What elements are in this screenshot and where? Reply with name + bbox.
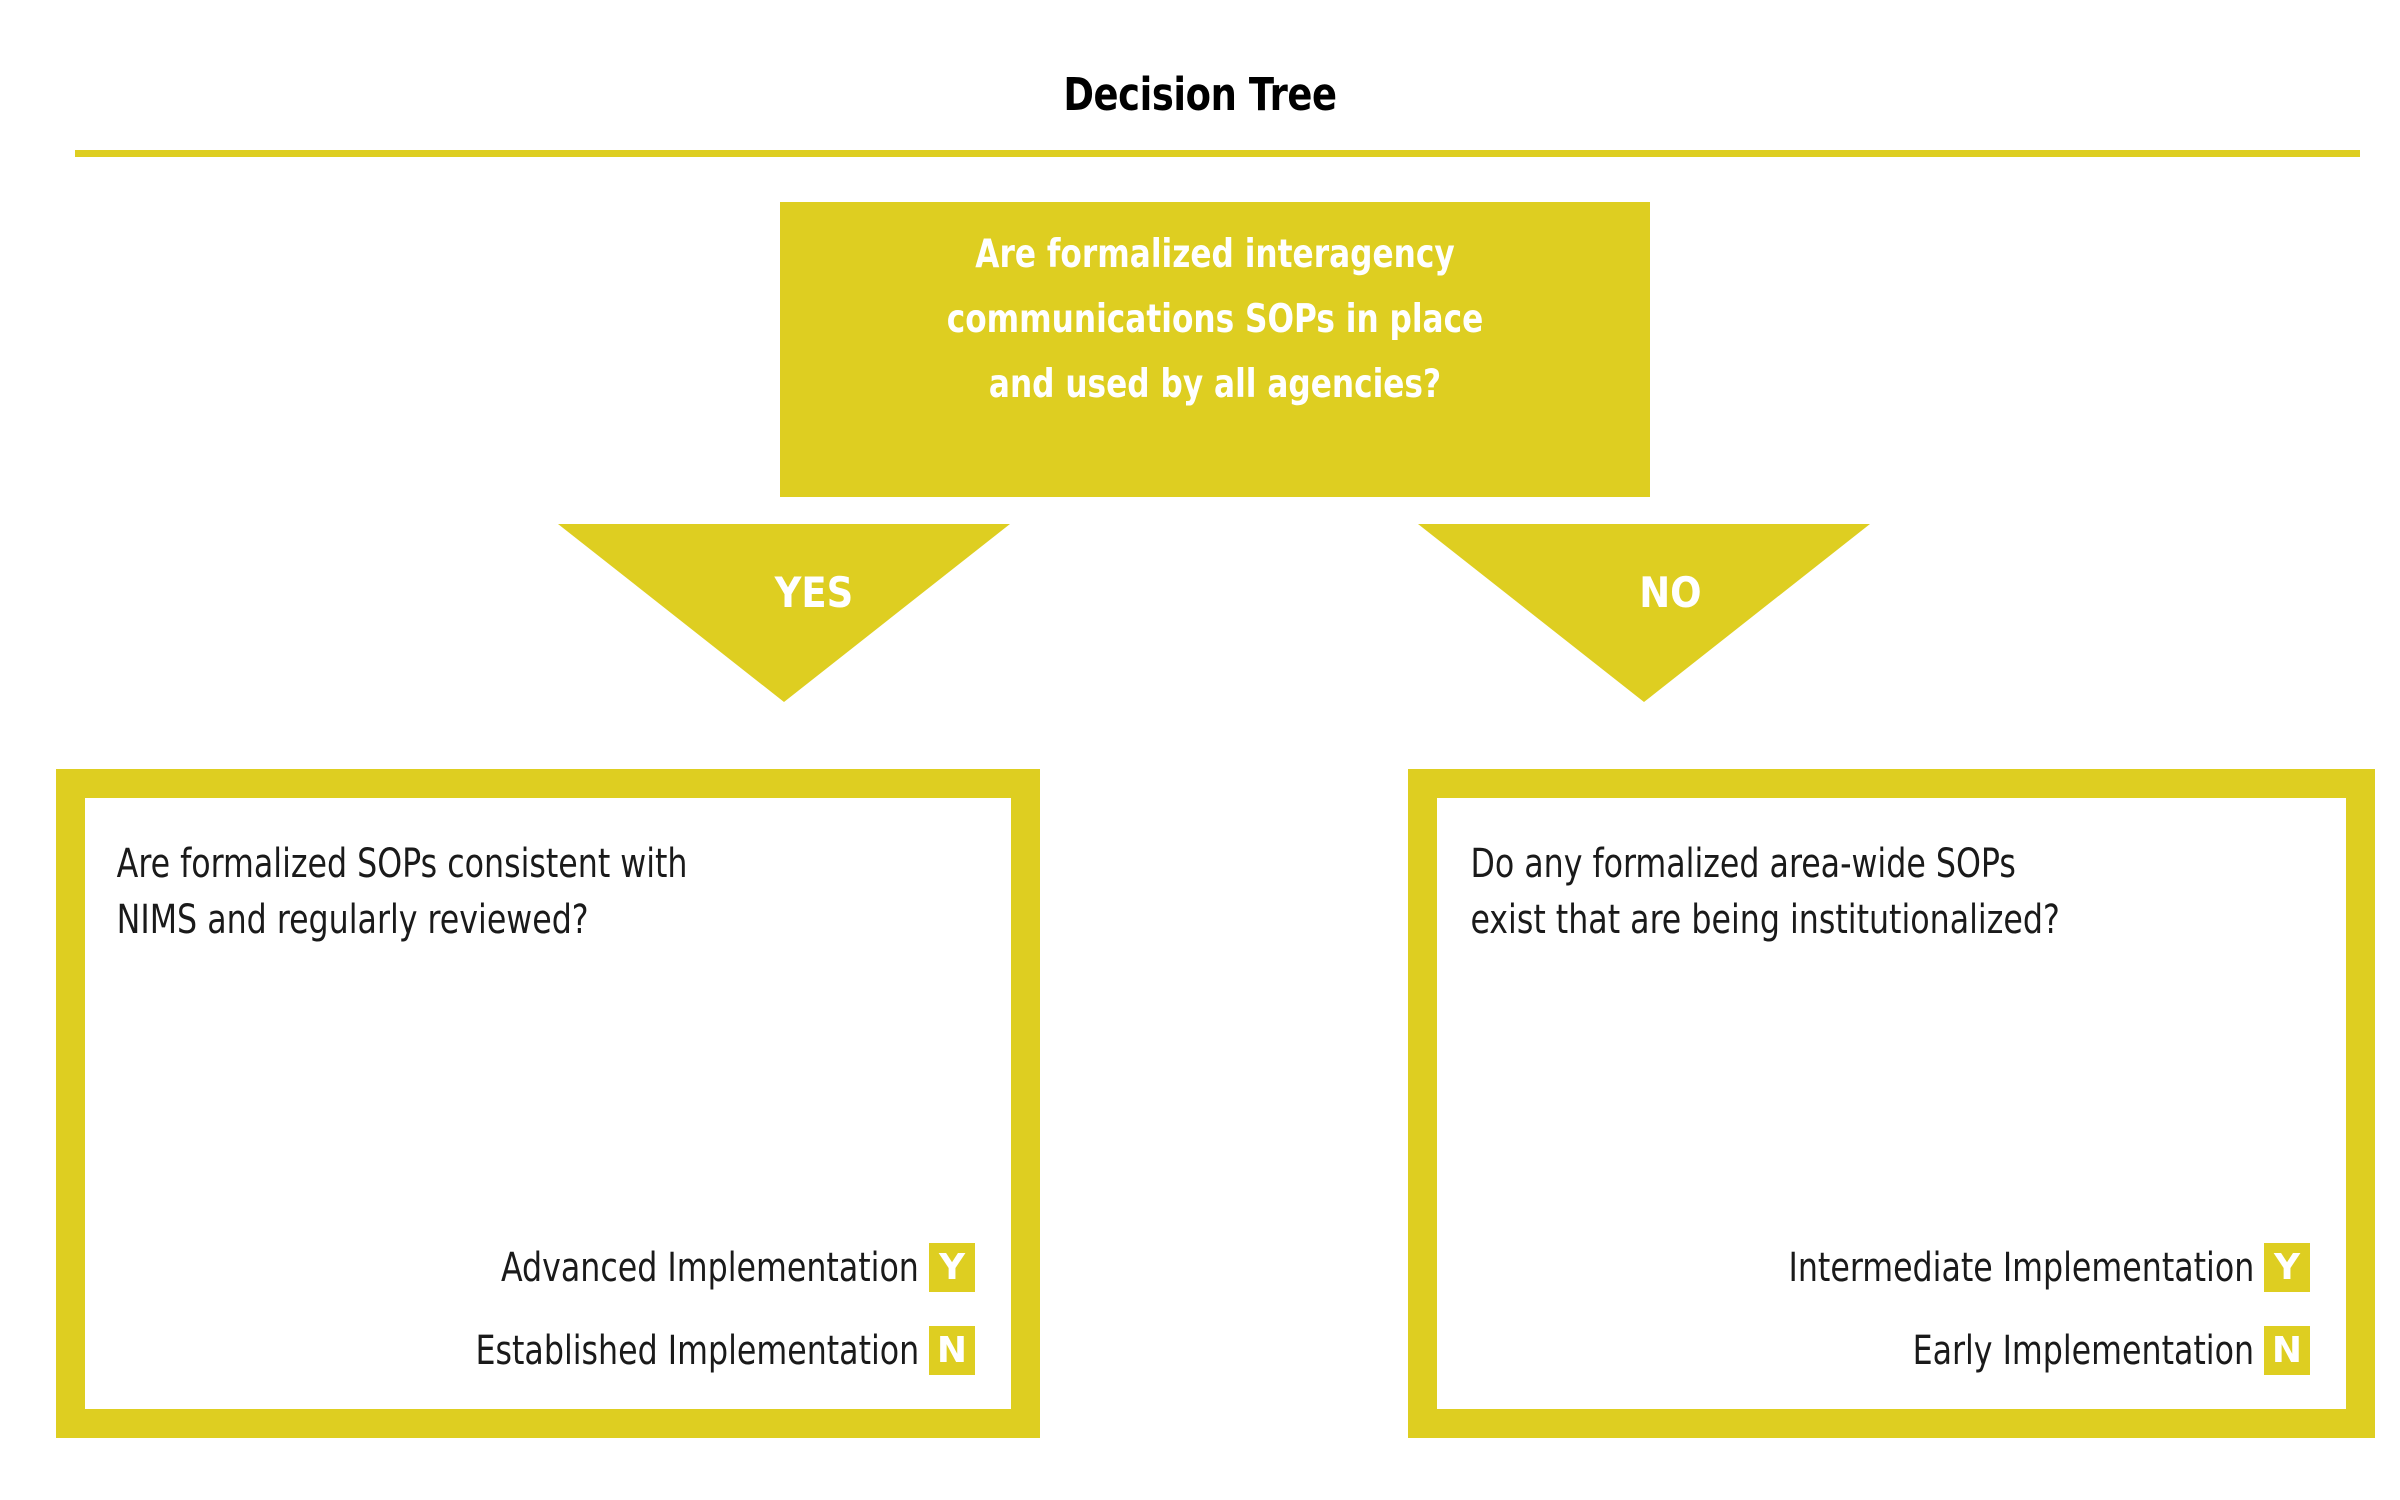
branch-label-no: NO: [1639, 568, 1702, 617]
result-label: Advanced Implementation: [501, 1244, 919, 1291]
outcome-box-yes: Are formalized SOPs consistent with NIMS…: [56, 769, 1040, 1438]
branch-arrow-yes: YES: [558, 524, 1010, 702]
result-row: Established Implementation N: [85, 1326, 1011, 1375]
down-triangle-icon: [558, 524, 1010, 702]
root-question-box: Are formalized interagency communication…: [780, 202, 1650, 497]
outcome-question-yes-line-1: Are formalized SOPs consistent with: [116, 841, 688, 887]
result-label: Intermediate Implementation: [1788, 1244, 2254, 1291]
outcome-question-no-line-2: exist that are being institutionalized?: [1470, 897, 2060, 943]
page-title: Decision Tree: [1063, 68, 1337, 121]
branch-label-yes: YES: [774, 568, 854, 617]
result-label: Established Implementation: [475, 1327, 919, 1374]
outcome-question-yes: Are formalized SOPs consistent with NIMS…: [85, 836, 900, 948]
outcome-box-no: Do any formalized area-wide SOPs exist t…: [1408, 769, 2375, 1438]
result-badge-yes: Y: [2264, 1243, 2310, 1292]
down-triangle-icon: [1418, 524, 1870, 702]
result-row: Early Implementation N: [1437, 1326, 2346, 1375]
result-badge-no: N: [929, 1326, 975, 1375]
result-badge-yes: Y: [929, 1243, 975, 1292]
outcome-question-no-line-1: Do any formalized area-wide SOPs: [1470, 841, 2016, 887]
root-question-line-3: and used by all agencies?: [988, 362, 1442, 407]
branch-arrow-no: NO: [1418, 524, 1870, 702]
outcome-question-no: Do any formalized area-wide SOPs exist t…: [1437, 836, 2237, 948]
result-row: Intermediate Implementation Y: [1437, 1243, 2346, 1292]
outcome-results-no: Intermediate Implementation Y Early Impl…: [1437, 1243, 2346, 1375]
title-divider-rule: [75, 150, 2360, 157]
root-question-line-1: Are formalized interagency: [975, 232, 1455, 277]
outcome-results-yes: Advanced Implementation Y Established Im…: [85, 1243, 1011, 1375]
result-row: Advanced Implementation Y: [85, 1243, 1011, 1292]
outcome-question-yes-line-2: NIMS and regularly reviewed?: [116, 897, 589, 943]
result-label: Early Implementation: [1912, 1327, 2254, 1374]
root-question-line-2: communications SOPs in place: [946, 297, 1484, 342]
outcome-box-inner: Are formalized SOPs consistent with NIMS…: [85, 798, 1011, 1409]
result-badge-no: N: [2264, 1326, 2310, 1375]
outcome-box-inner: Do any formalized area-wide SOPs exist t…: [1437, 798, 2346, 1409]
